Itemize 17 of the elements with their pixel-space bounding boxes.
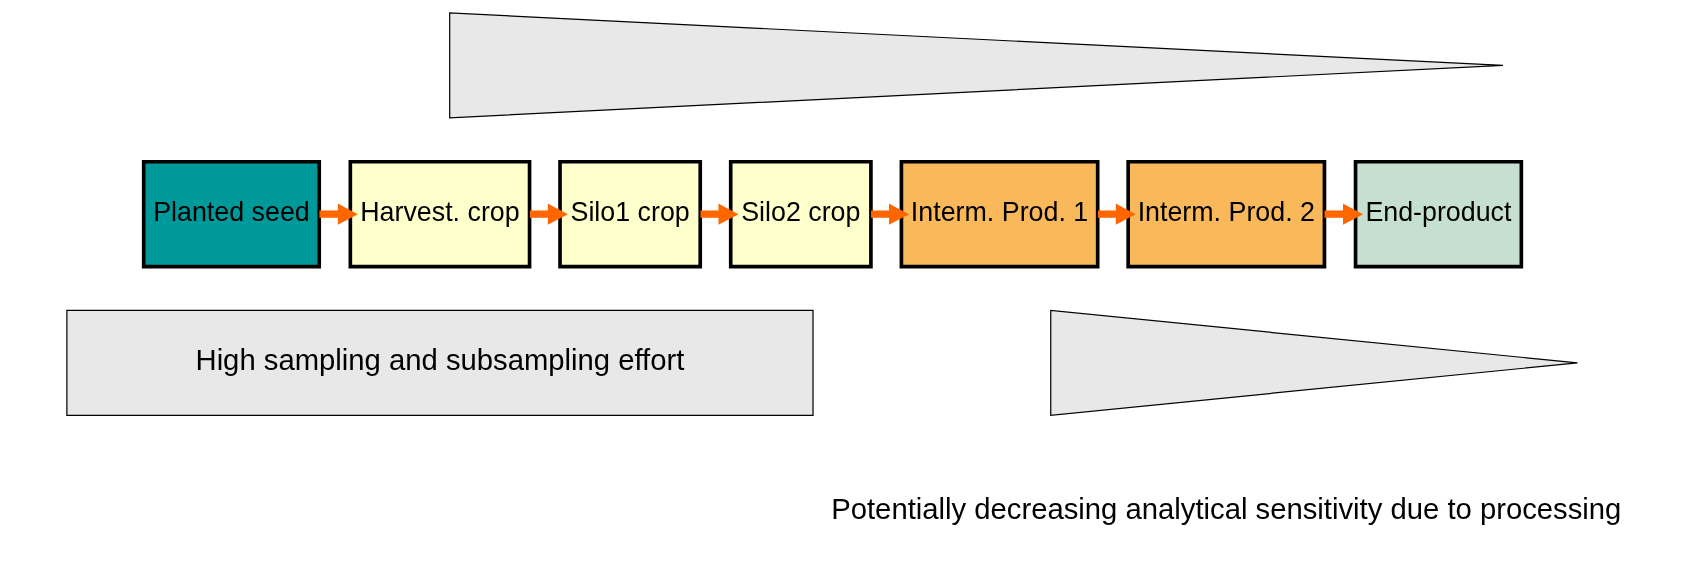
arrow — [318, 203, 358, 225]
arrow — [1324, 203, 1363, 225]
node-triangle — [1049, 309, 1578, 416]
node-box: Planted seed — [141, 159, 321, 269]
arrow — [529, 203, 568, 225]
node-box: Harvest. crop — [348, 159, 531, 269]
node-box: Interm. Prod. 2 — [1125, 159, 1326, 269]
node-box: Silo1 crop — [557, 159, 702, 269]
node-box: High sampling and subsampling effort — [65, 309, 814, 416]
node-triangle — [448, 12, 1504, 119]
arrow — [700, 203, 739, 225]
node-label: Potentially decreasing analytical sensitivity due to processing — [830, 493, 1621, 526]
node-box: Silo2 crop — [728, 159, 873, 269]
arrow — [1097, 203, 1136, 225]
arrow — [870, 203, 909, 225]
node-box: End-product — [1353, 159, 1523, 269]
node-box: Interm. Prod. 1 — [899, 159, 1099, 269]
